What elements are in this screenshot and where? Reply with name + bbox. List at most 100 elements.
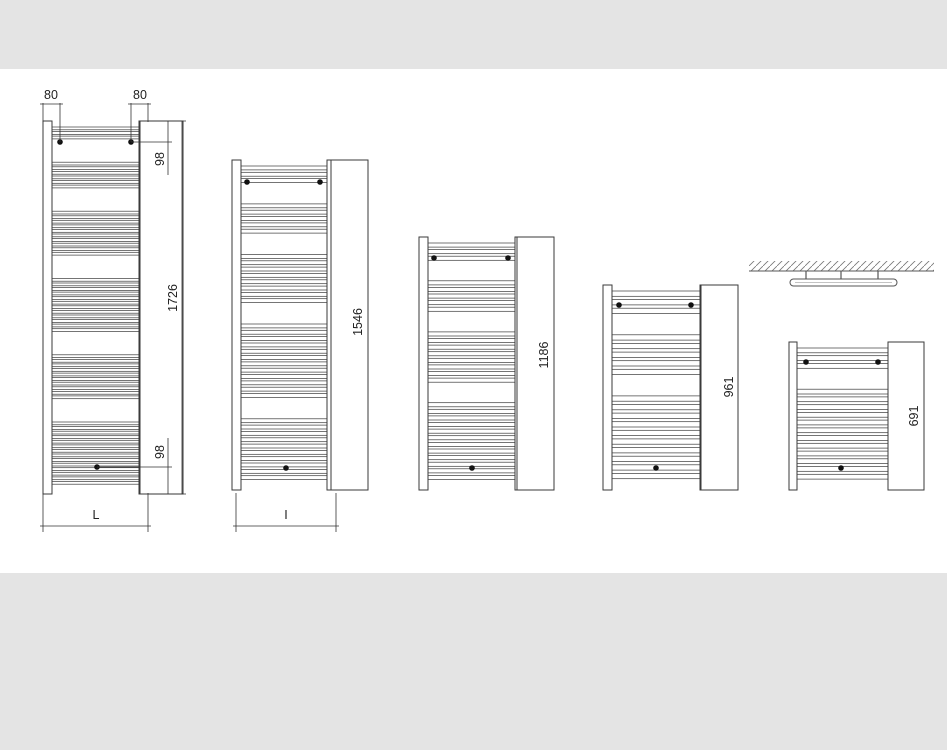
rail-bar [427, 255, 516, 261]
rail-bar [427, 371, 516, 376]
rail-bar [240, 355, 328, 360]
radiator-5-dimensions: 691 [907, 406, 921, 427]
rail-bar [51, 171, 140, 175]
rail-bar [240, 424, 328, 430]
radiator-1-body [42, 120, 184, 495]
rail-bar [51, 238, 140, 242]
rail-bar [796, 396, 889, 403]
rail-bar [427, 344, 516, 350]
width-label-I: I [284, 508, 287, 522]
rail-bar [51, 131, 140, 135]
rail-bar [611, 299, 701, 306]
rail-bar [427, 377, 516, 383]
bottom-connection-point [838, 465, 844, 471]
rail-bar [796, 473, 889, 480]
rail-bar [51, 471, 140, 476]
bottom-connection-point [283, 465, 289, 471]
radiator-4: 961 [602, 284, 739, 491]
rail-bar [51, 126, 140, 131]
radiator-3: 1186 [418, 236, 555, 491]
rail-bar [427, 448, 516, 454]
rail-bar [240, 209, 328, 215]
rail-bar [51, 381, 140, 386]
rail-bar [51, 233, 140, 238]
connection-point [431, 255, 437, 261]
right-offset-label: 80 [133, 88, 147, 102]
rail-bar [240, 285, 328, 291]
rail-bar [51, 391, 140, 395]
rail-bar [427, 351, 516, 357]
rail-bar [427, 331, 516, 337]
radiator-3-height-label: 1186 [537, 342, 551, 369]
rail-bar [427, 242, 516, 248]
connection-point [317, 179, 323, 185]
rail-bar [51, 224, 140, 229]
rail-bar [427, 364, 516, 370]
rail-bar [240, 456, 328, 461]
bottom-offset-label: 98 [153, 445, 167, 459]
rail-bar [51, 242, 140, 247]
rail-bar [51, 305, 140, 309]
rail-bar [240, 266, 328, 272]
radiator-5-height-label: 691 [907, 406, 921, 427]
rail-bar [427, 408, 516, 414]
rail-bar [240, 171, 328, 177]
rail-bar [427, 338, 516, 343]
rail-bar [51, 458, 140, 462]
rail-bar [611, 455, 701, 462]
rail-bar [240, 222, 328, 228]
rail-bar [427, 402, 516, 408]
width-label-L: L [93, 508, 100, 522]
rail-bar [240, 178, 328, 183]
connection-point [505, 255, 511, 261]
radiator-5-body [788, 341, 925, 491]
rail-bar [51, 426, 140, 430]
drawing-sheet: 80 80 1726 98 98 [0, 69, 947, 573]
top-offset-label: 98 [153, 152, 167, 166]
rail-bar [51, 287, 140, 291]
rail-bar [611, 343, 701, 350]
rail-bar [51, 219, 140, 224]
rail-bar [796, 388, 889, 395]
radiator-technical-drawing: 80 80 1726 98 98 [40, 88, 934, 532]
rail-bar [427, 415, 516, 421]
rail-bar [51, 310, 140, 314]
rail-bar [611, 307, 701, 314]
rail-bar [796, 442, 889, 449]
radiator-5: 691 [788, 341, 925, 491]
radiator-1-height-label: 1726 [166, 284, 180, 312]
rail-bar [240, 298, 328, 303]
connection-point [616, 302, 622, 308]
rail-bar [796, 427, 889, 434]
rail-bar [51, 453, 140, 458]
rail-bar [240, 203, 328, 209]
rail-bar [611, 290, 701, 297]
rail-bar [796, 450, 889, 457]
rail-bar [611, 438, 701, 445]
rail-bar [240, 380, 328, 386]
radiator-3-body [418, 236, 555, 491]
rail-bar [51, 247, 140, 251]
side-collector-left [418, 236, 429, 491]
rail-bar [51, 215, 140, 219]
rail-bar [51, 323, 140, 328]
rail-bar [240, 443, 328, 449]
rail-bar [240, 418, 328, 424]
rail-bar [51, 314, 140, 319]
rail-bar [51, 481, 140, 485]
connection-point [244, 179, 250, 185]
rail-bar [611, 429, 701, 436]
rail-bar [427, 422, 516, 427]
rail-bar [427, 475, 516, 480]
connection-point [875, 359, 881, 365]
rail-bar [796, 412, 889, 418]
rail-bar [51, 166, 140, 170]
rail-bar [240, 260, 328, 266]
rail-bar [51, 251, 140, 256]
rail-bar [240, 254, 328, 259]
rail-bar [611, 412, 701, 419]
rail-bar [51, 386, 140, 390]
radiator-2-height-label: 1546 [351, 308, 365, 336]
rail-bar [240, 292, 328, 297]
rail-bar [611, 421, 701, 428]
